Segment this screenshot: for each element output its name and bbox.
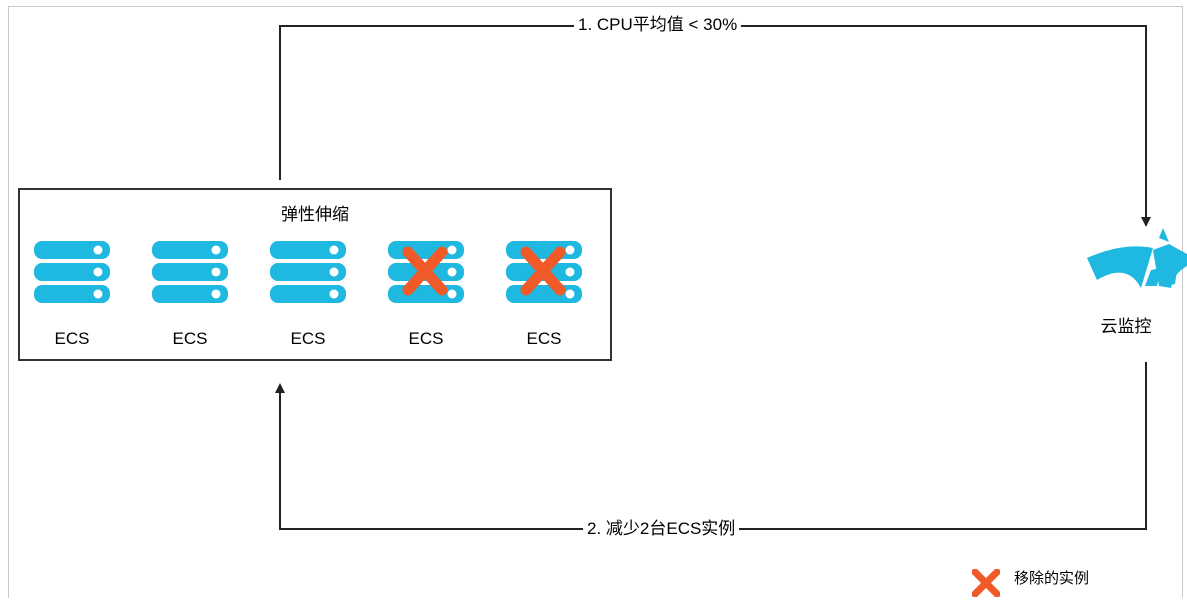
ecs-instance: ECS <box>30 240 114 350</box>
cloud-monitor-label: 云监控 <box>1100 317 1152 336</box>
server-icon <box>270 241 346 303</box>
server-icon <box>152 241 228 303</box>
flow-label-cpu-condition: 1. CPU平均值 < 30% <box>574 14 742 36</box>
ecs-label: ECS <box>408 329 444 348</box>
ecs-instance: ECS <box>148 240 232 350</box>
auto-scaling-title: 弹性伸缩 <box>281 205 349 224</box>
ecs-label: ECS <box>54 329 90 348</box>
arrow-to-group <box>275 362 1147 530</box>
ecs-instance: ECS <box>502 240 586 350</box>
ecs-label: ECS <box>526 329 562 348</box>
legend-removed-label: 移除的实例 <box>1014 570 1090 587</box>
legend: 移除的实例 <box>971 568 1089 602</box>
removed-mark <box>402 246 448 296</box>
ecs-label: ECS <box>290 329 326 348</box>
removed-mark <box>520 246 566 296</box>
server-icon <box>34 241 110 303</box>
server-icon <box>506 241 582 303</box>
cloud-monitor-icon <box>1087 228 1187 288</box>
ecs-instance: ECS <box>266 240 350 350</box>
remove-mark-icon <box>971 568 1001 598</box>
ecs-label: ECS <box>172 329 208 348</box>
flow-label-reduce-instances: 2. 减少2台ECS实例 <box>583 518 740 540</box>
auto-scaling-group: 弹性伸缩 ECS ECS ECS ECS ECS <box>18 188 612 361</box>
diagram-frame <box>8 6 1183 598</box>
ecs-instance: ECS <box>384 240 468 350</box>
cloud-monitor: 云监控 <box>1087 228 1187 336</box>
server-icon <box>388 241 464 303</box>
